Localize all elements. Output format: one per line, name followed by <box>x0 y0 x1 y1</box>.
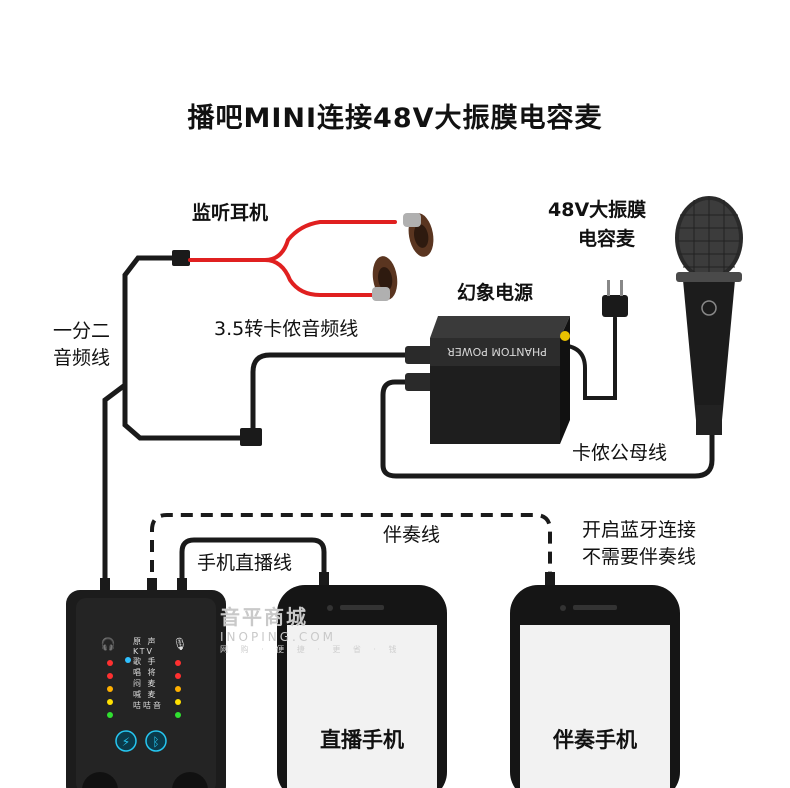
label-headphones: 监听耳机 <box>192 202 269 224</box>
svg-text:ᛒ: ᛒ <box>152 735 159 749</box>
mode-label: 咭咭音 <box>133 701 163 710</box>
live-cable <box>179 537 327 592</box>
splitter-cable <box>102 255 248 595</box>
label-cable-3-5: 3.5转卡侬音频线 <box>214 318 359 340</box>
xlr-plug-out <box>405 373 437 391</box>
svg-text:⚡: ⚡ <box>122 735 130 749</box>
mode-label: 喊 麦 <box>133 690 158 699</box>
phone-live <box>277 585 447 788</box>
page-title: 播吧MINI连接48V大振膜电容麦 <box>187 103 603 134</box>
mode-label: 歌 手 <box>133 657 158 666</box>
label-bt-line2: 不需要伴奏线 <box>582 546 697 568</box>
earbud-upper <box>403 213 434 257</box>
label-accompaniment: 伴奏线 <box>383 524 441 546</box>
phone-label-live: 直播手机 <box>320 728 404 752</box>
svg-text:🎧: 🎧 <box>101 637 116 651</box>
mode-label: 原 声 <box>133 637 158 646</box>
phantom-box-label: PHANTOM POWER <box>447 345 547 358</box>
label-bt-line1: 开启蓝牙连接 <box>582 519 697 541</box>
accompaniment-cable <box>150 513 552 592</box>
phone-accompaniment <box>510 585 680 788</box>
svg-text:🎙: 🎙 <box>172 637 187 651</box>
cable-3-5-to-xlr <box>250 352 423 441</box>
soundcard-mode-list: 原 声 KTV 歌 手 唱 将 闷 麦 喊 麦 咭咭音 <box>133 636 173 711</box>
xlr-cable <box>380 379 715 479</box>
mode-label: 闷 麦 <box>133 679 158 688</box>
label-mic-line1: 48V大振膜 <box>548 199 647 221</box>
soundcard: 🎧 🎙 ⚡ ᛒ <box>66 590 226 788</box>
phantom-power-box <box>430 316 570 444</box>
splitter-plug <box>172 250 190 266</box>
headphone-cable <box>188 220 397 297</box>
label-xlr: 卡侬公母线 <box>572 442 668 464</box>
mode-label: 唱 将 <box>133 668 158 677</box>
label-live-line: 手机直播线 <box>197 552 293 574</box>
label-phantom: 幻象电源 <box>457 282 534 304</box>
watermark-slogan: 网 购 · 便 捷 · 更 省 · 钱 <box>220 645 402 654</box>
watermark: 音平商城 INOPING.COM 网 购 · 便 捷 · 更 省 · 钱 <box>220 601 402 655</box>
earbud-lower <box>372 256 398 301</box>
mode-label: KTV <box>133 647 154 656</box>
xlr-plug-3-5 <box>405 346 437 364</box>
label-mic-line2: 电容麦 <box>578 228 636 250</box>
label-splitter-line1: 一分二 <box>53 320 111 342</box>
watermark-name: 音平商城 <box>220 605 308 629</box>
power-plug <box>602 280 628 317</box>
microphone <box>675 196 743 435</box>
watermark-domain: INOPING.COM <box>220 630 337 644</box>
label-splitter-line2: 音频线 <box>53 347 111 369</box>
phone-label-accompaniment: 伴奏手机 <box>553 728 637 752</box>
